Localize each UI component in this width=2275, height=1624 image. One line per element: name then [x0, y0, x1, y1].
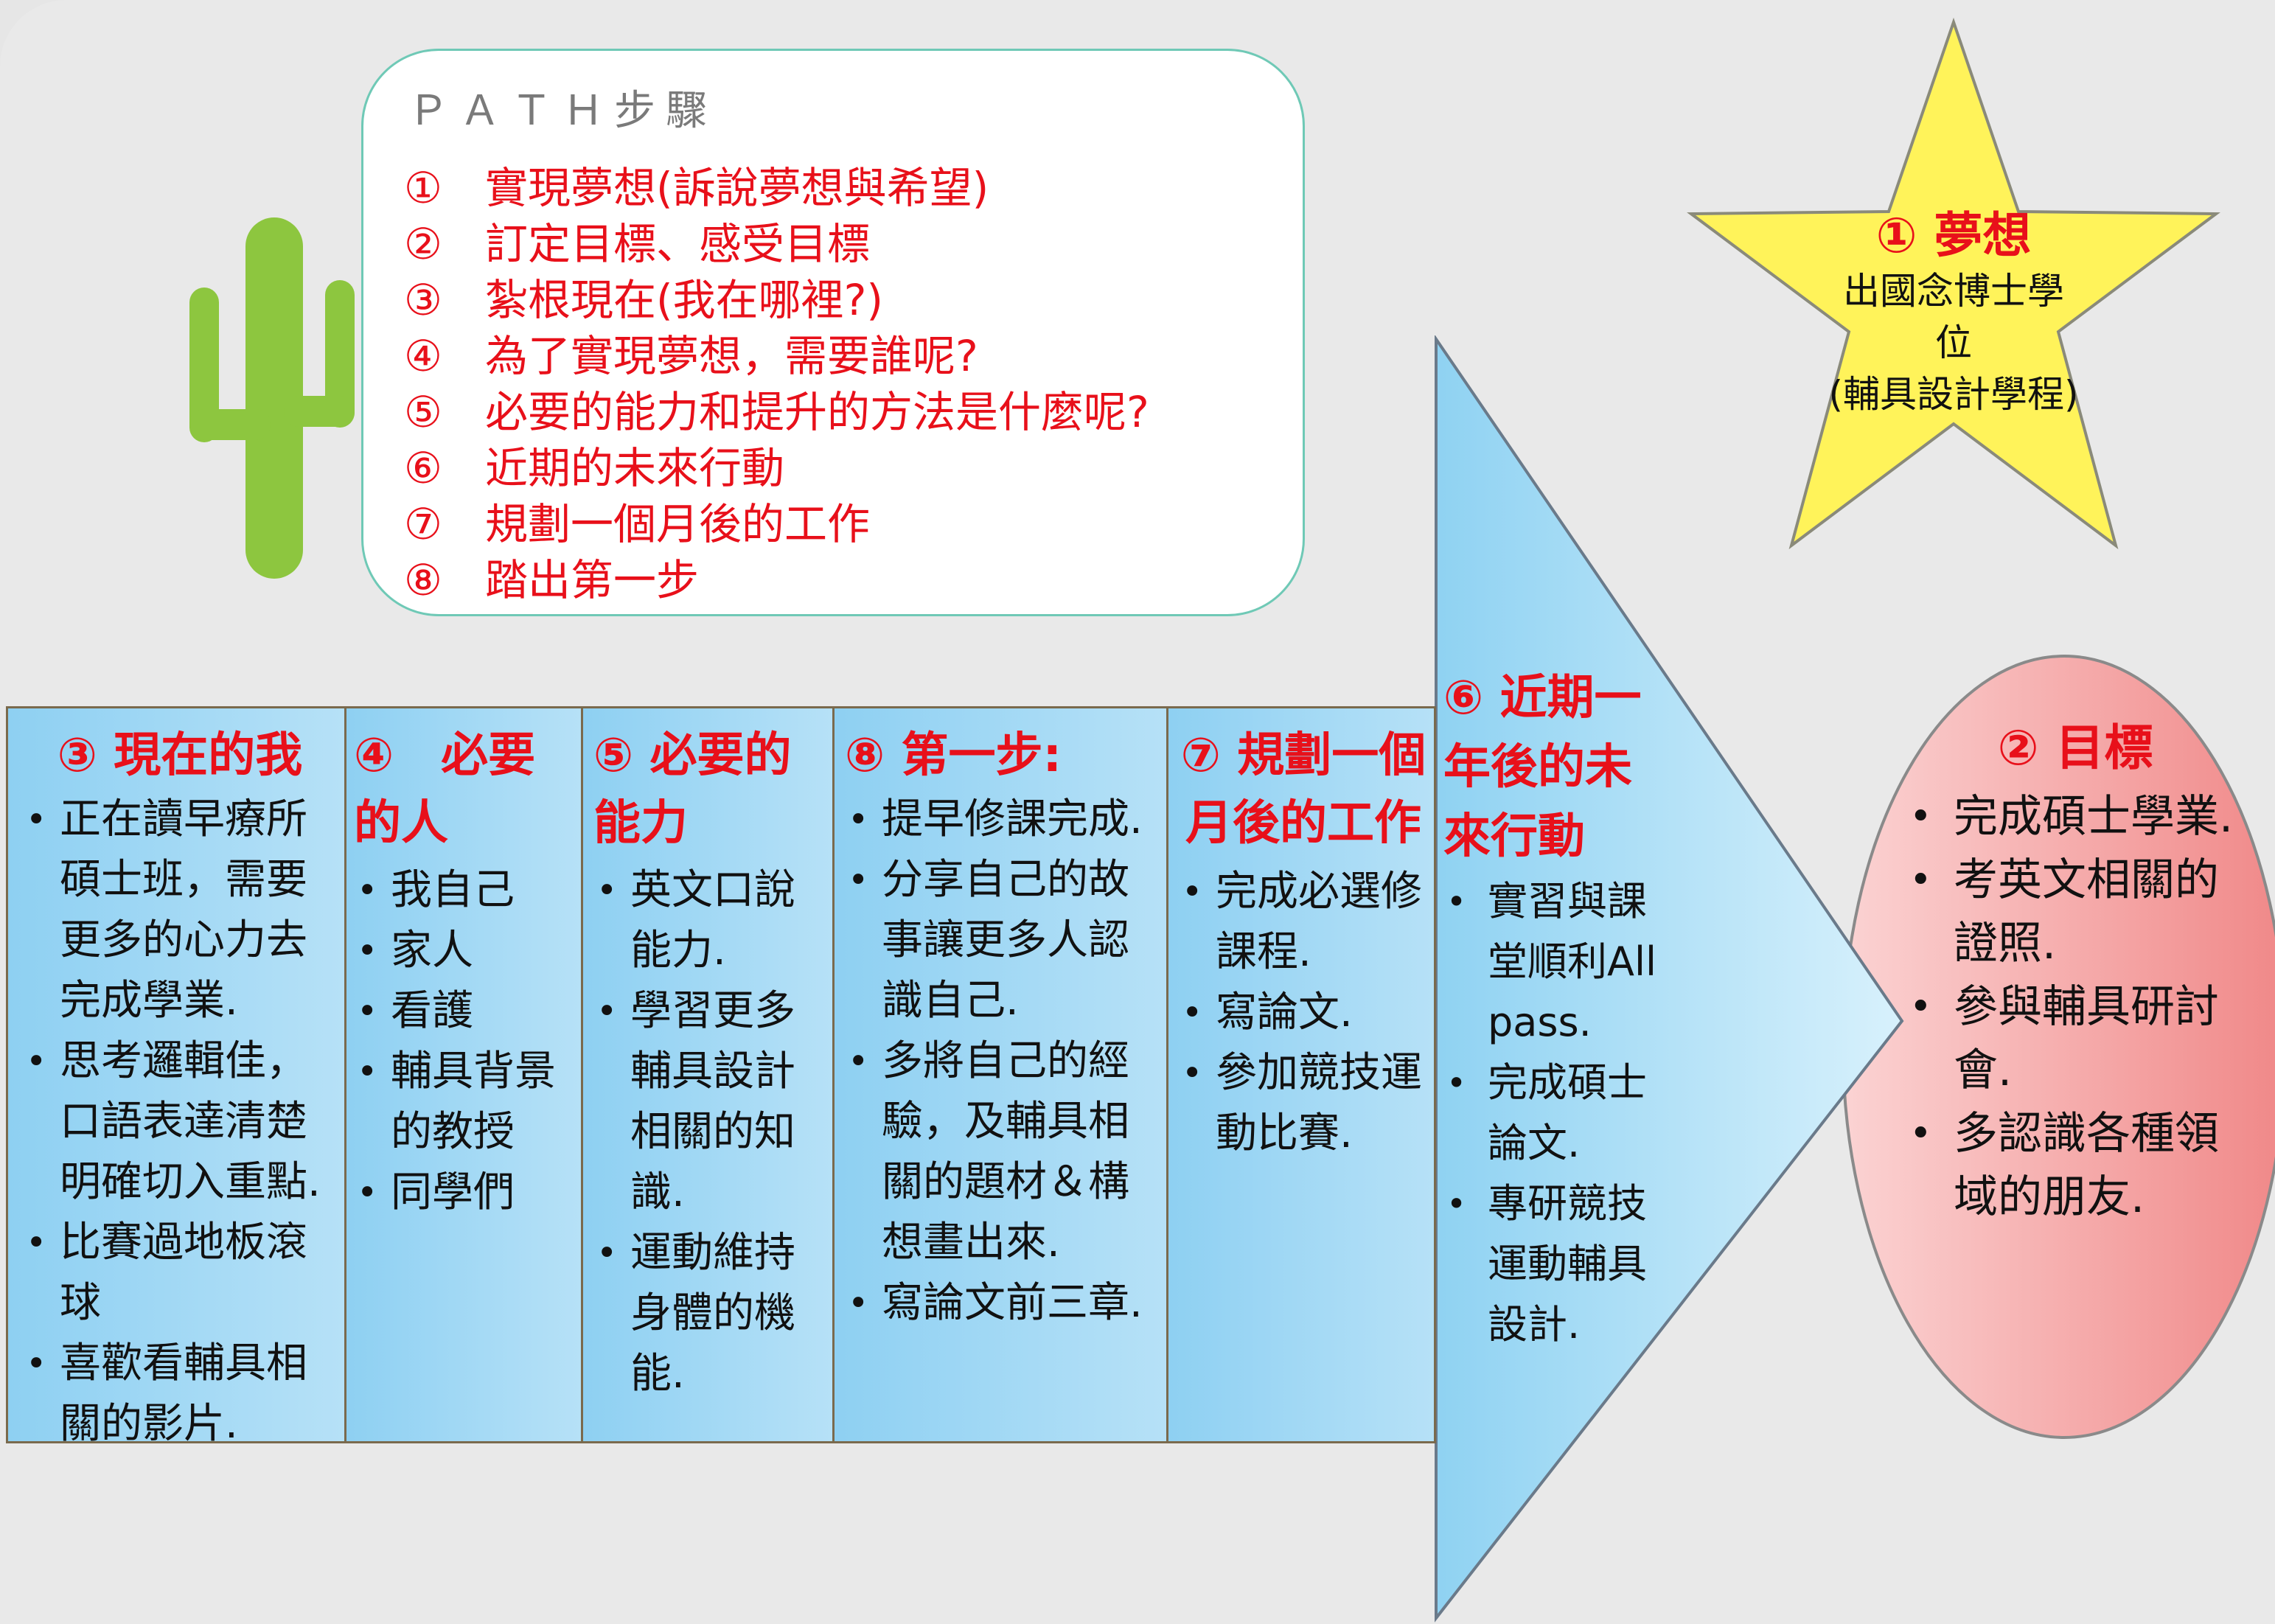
dream-line: 出國念博士學 [1843, 270, 2064, 313]
dream-text: ① 夢想 出國念博士學 位 (輔具設計學程) [1799, 206, 2108, 420]
column-title: ⑦ 規劃一個月後的工作 [1180, 728, 1426, 851]
dream-star-shape [1687, 17, 2220, 550]
column-item: 寫論文前三章. [848, 1273, 1159, 1334]
column-item: 看護 [357, 981, 575, 1042]
goal-text: ② 目標 完成碩士學業. 考英文相關的證照. 參與輔具研討會. 多認識各種領域的… [1902, 711, 2248, 1229]
goal-item: 參與輔具研討會. [1909, 975, 2248, 1102]
dream-line: (輔具設計學程) [1828, 373, 2079, 416]
dream-title: ① 夢想 [1875, 207, 2032, 264]
column-first-step: ⑧ 第一步: 提早修課完成. 分享自己的故事讓更多人認識自己. 多將自己的經驗，… [832, 706, 1168, 1443]
column-necessary-abilities: ⑤ 必要的能力 英文口說能力. 學習更多輔具設計相關的知識. 運動維持身體的機能… [581, 706, 835, 1443]
column-title: ③ 現在的我 [57, 728, 303, 783]
near-future-item: 實習與課堂順利All pass. [1446, 871, 1657, 1053]
column-item: 分享自己的故事讓更多人認識自己. [848, 850, 1159, 1031]
cactus-icon [189, 217, 355, 579]
column-item: 寫論文. [1182, 983, 1428, 1043]
column-item: 多將自己的經驗，及輔具相關的題材＆構想畫出來. [848, 1031, 1159, 1273]
column-item: 喜歡看輔具相關的影片. [26, 1334, 337, 1454]
column-item: 學習更多輔具設計相關的知識. [596, 981, 823, 1223]
path-title: ＰＡＴＨ步驟 [408, 87, 717, 135]
column-item: 輔具背景的教授 [357, 1042, 575, 1163]
column-item: 家人 [357, 921, 575, 981]
near-future-item: 完成碩士論文. [1446, 1053, 1657, 1174]
column-necessary-people: ④ 必要的人 我自己 家人 看護 輔具背景的教授 同學們 [344, 706, 583, 1443]
column-item: 正在讀早療所碩士班，需要更多的心力去完成學業. [26, 790, 337, 1031]
column-item: 英文口說能力. [596, 860, 823, 981]
dream-line: 位 [1935, 321, 1972, 364]
goal-item: 多認識各種領域的朋友. [1909, 1102, 2248, 1229]
column-title: ④ 必要的人 [354, 728, 536, 851]
column-item: 同學們 [357, 1163, 575, 1223]
column-item: 參加競技運動比賽. [1182, 1043, 1428, 1164]
column-item: 運動維持身體的機能. [596, 1223, 823, 1404]
goal-item: 完成碩士學業. [1909, 785, 2248, 848]
column-item: 提早修課完成. [848, 790, 1159, 850]
column-current-me: ③ 現在的我 正在讀早療所碩士班，需要更多的心力去完成學業. 思考邏輯佳，口語表… [6, 706, 346, 1448]
goal-title: ② 目標 [1997, 719, 2153, 776]
column-one-month-plan: ⑦ 規劃一個月後的工作 完成必選修課程. 寫論文. 參加競技運動比賽. [1166, 706, 1436, 1443]
column-item: 我自己 [357, 860, 575, 921]
column-item: 思考邏輯佳，口語表達清楚明確切入重點. [26, 1031, 337, 1213]
column-item: 完成必選修課程. [1182, 862, 1428, 983]
column-title: ⑤ 必要的能力 [593, 728, 792, 851]
near-future-title: ⑥ 近期一年後的未來行動 [1443, 671, 1642, 864]
near-future-text: ⑥ 近期一年後的未來行動 實習與課堂順利All pass. 完成碩士論文. 專研… [1443, 663, 1657, 1355]
goal-item: 考英文相關的證照. [1909, 848, 2248, 975]
column-title: ⑧ 第一步: [845, 728, 1062, 783]
near-future-item: 專研競技運動輔具設計. [1446, 1174, 1657, 1355]
column-item: 比賽過地板滾球 [26, 1213, 337, 1334]
